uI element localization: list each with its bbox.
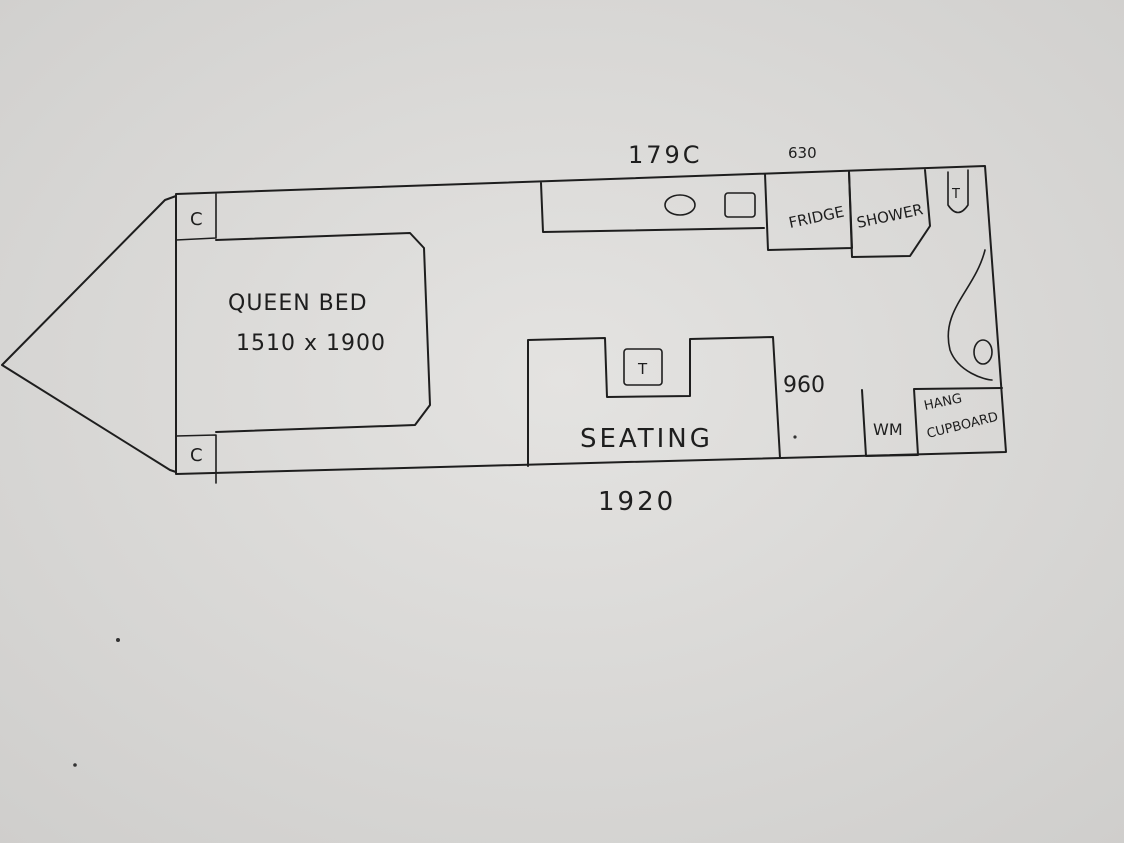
table-icon bbox=[623, 348, 663, 386]
toilet: T bbox=[947, 169, 969, 214]
washing-machine: WM bbox=[861, 387, 1003, 457]
queen-bed bbox=[215, 232, 431, 433]
pencil-mark bbox=[116, 638, 120, 642]
corner-bottom-label: C bbox=[190, 445, 203, 466]
door-swing bbox=[947, 249, 993, 381]
dimension-bottom: 1920 bbox=[598, 487, 676, 517]
corner-cupboard-top: C bbox=[175, 193, 217, 241]
pencil-mark bbox=[73, 763, 77, 767]
sink-icon bbox=[664, 194, 696, 216]
wm-label: WM bbox=[873, 420, 903, 439]
bed-title: QUEEN BED bbox=[228, 291, 368, 316]
dimension-top: 179C bbox=[628, 141, 703, 169]
corner-cupboard-bottom: C bbox=[175, 434, 217, 484]
caravan-outline bbox=[175, 165, 1007, 475]
kitchen-counter bbox=[540, 182, 765, 233]
dimension-side: 960 bbox=[783, 373, 825, 398]
bed-size: 1510 x 1900 bbox=[236, 331, 386, 356]
stove-icon bbox=[724, 192, 756, 218]
seating-dinette: T SEATING bbox=[527, 336, 781, 467]
table-label: T bbox=[637, 360, 648, 378]
toilet-label: T bbox=[951, 187, 960, 202]
pencil-mark bbox=[793, 435, 797, 439]
dimension-fridge-width: 630 bbox=[788, 144, 817, 162]
seating-label: SEATING bbox=[580, 424, 713, 454]
corner-top-label: C bbox=[190, 209, 203, 230]
tow-hitch bbox=[1, 195, 177, 473]
washbasin-icon bbox=[973, 339, 993, 365]
